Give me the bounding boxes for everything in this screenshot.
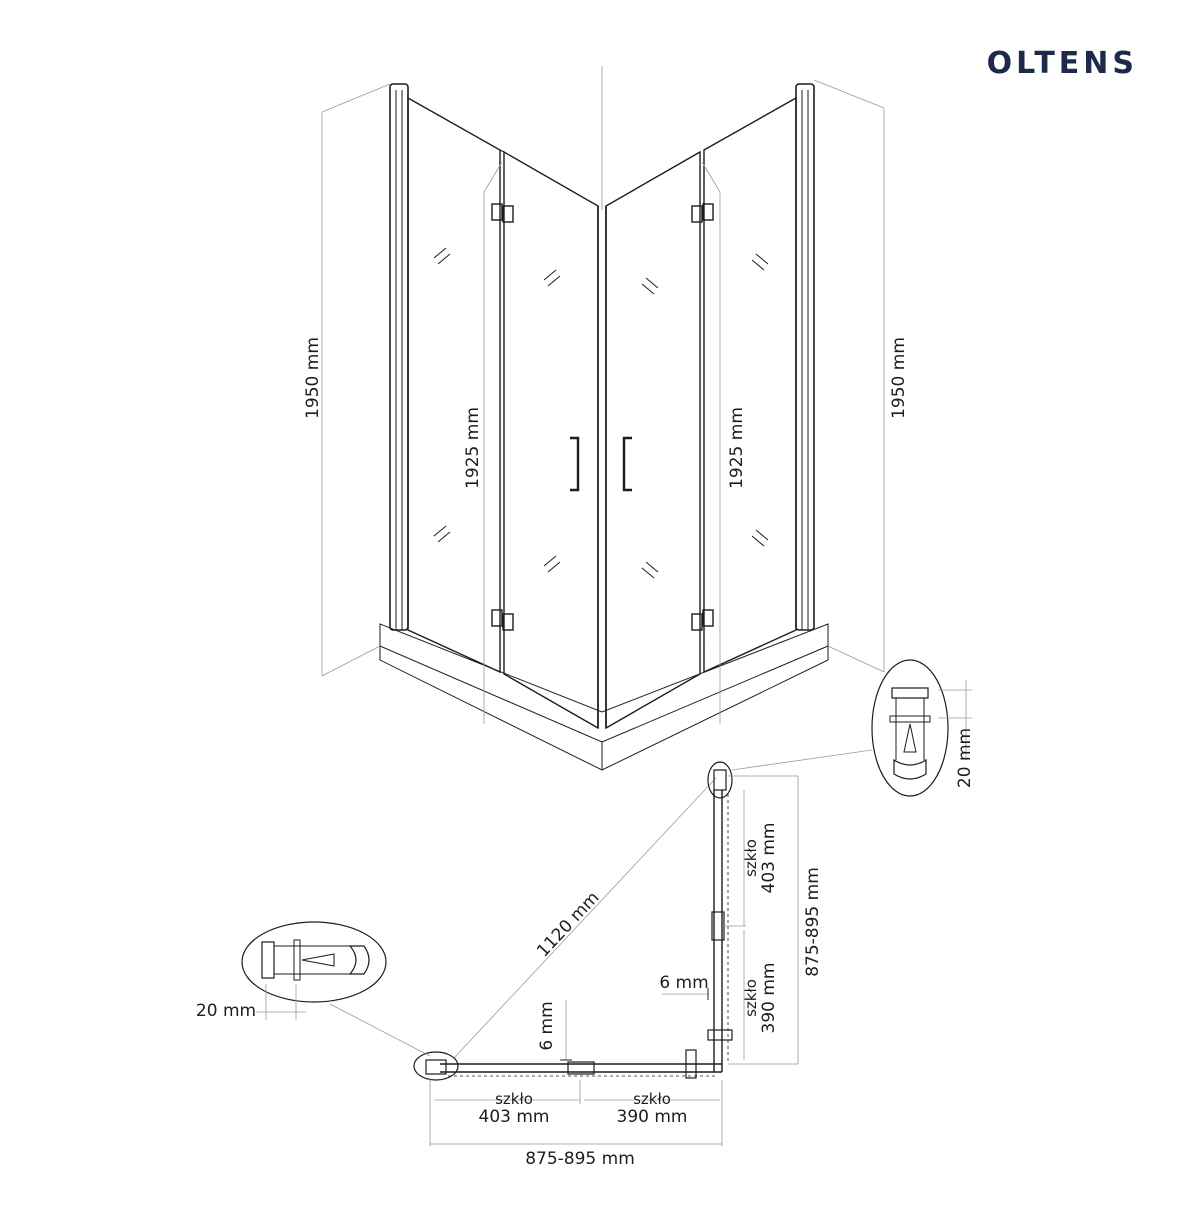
glass-bottom-left-word: szkło xyxy=(495,1090,533,1108)
glass-right-top-word: szkło xyxy=(742,839,760,877)
shower-enclosure-plan xyxy=(413,761,799,1146)
brand-logo: OLTENS xyxy=(986,46,1138,81)
profile-detail-right xyxy=(731,659,972,797)
glass-bottom-left-label: 403 mm xyxy=(479,1107,550,1127)
width-right-label: 875-895 mm xyxy=(803,867,823,977)
glass-right-bottom-word: szkło xyxy=(742,979,760,1017)
profile-left-label: 20 mm xyxy=(196,1001,256,1021)
profile-detail-left xyxy=(241,921,431,1057)
width-bottom-label: 875-895 mm xyxy=(525,1149,635,1169)
shower-enclosure-elevation xyxy=(321,66,885,771)
profile-right-label: 20 mm xyxy=(955,728,975,788)
diagonal-label: 1120 mm xyxy=(533,888,603,961)
glass-height-right-label: 1925 mm xyxy=(727,407,747,489)
glass-reflection-marks xyxy=(433,247,769,579)
glass-right-top-label: 403 mm xyxy=(759,823,779,894)
gap-right-label: 6 mm xyxy=(659,973,708,993)
glass-bottom-right-word: szkło xyxy=(633,1090,671,1108)
glass-right-bottom-label: 390 mm xyxy=(759,963,779,1034)
glass-height-left-label: 1925 mm xyxy=(463,407,483,489)
glass-bottom-right-label: 390 mm xyxy=(617,1107,688,1127)
gap-bottom-label: 6 mm xyxy=(537,1001,557,1050)
total-height-right-label: 1950 mm xyxy=(889,337,909,419)
total-height-left-label: 1950 mm xyxy=(303,337,323,419)
